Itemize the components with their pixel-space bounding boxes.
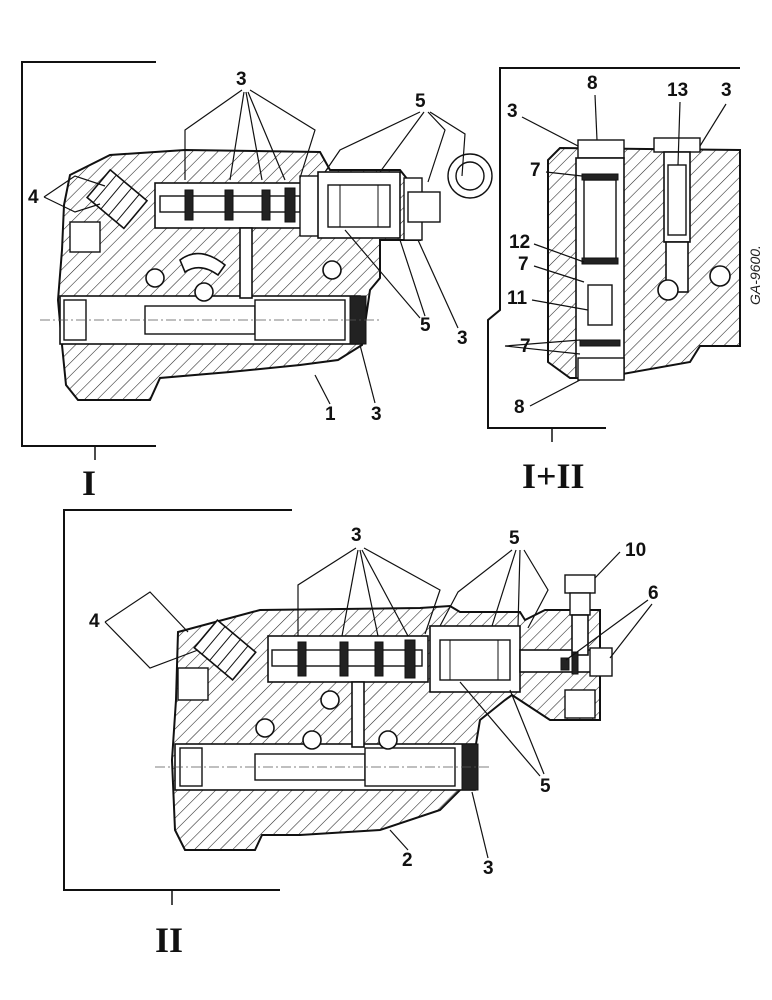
view-combined: 8 3 13 3 7 12 7 11 7 8 GA-9600. I+II bbox=[487, 67, 763, 496]
view-combined-callout-8-top: 8 bbox=[587, 73, 598, 94]
view-1-callout-3-top: 3 bbox=[236, 69, 247, 90]
view-2: 3 4 5 10 6 5 2 3 II bbox=[63, 509, 659, 960]
view-1-callout-4: 4 bbox=[28, 187, 39, 208]
view-2-callout-10: 10 bbox=[625, 540, 646, 561]
view-1-callout-1: 1 bbox=[325, 404, 336, 425]
view-2-callout-3-bottom: 3 bbox=[483, 858, 494, 879]
view-2-title: II bbox=[155, 920, 183, 960]
view-combined-callout-7-upper: 7 bbox=[530, 160, 541, 181]
view-2-callout-5-bottom: 5 bbox=[540, 776, 551, 797]
view-combined-callout-13: 13 bbox=[667, 80, 688, 101]
view-combined-callout-3-right: 3 bbox=[721, 80, 732, 101]
view-combined-plug-bottom bbox=[577, 357, 625, 381]
view-2-callout-2: 2 bbox=[402, 850, 413, 871]
view-combined-callout-8-bottom: 8 bbox=[514, 397, 525, 418]
view-combined-callout-7-lower: 7 bbox=[520, 336, 531, 357]
view-combined-frame bbox=[487, 67, 740, 429]
view-combined-callout-7-middle: 7 bbox=[518, 254, 529, 275]
view-1: 3 4 5 5 3 1 3 I bbox=[21, 61, 493, 503]
view-1-frame bbox=[21, 61, 156, 447]
view-combined-title: I+II bbox=[522, 456, 585, 496]
view-combined-callout-11: 11 bbox=[507, 288, 528, 309]
view-1-callout-3-right: 3 bbox=[457, 328, 468, 349]
view-1-callout-3-bottom: 3 bbox=[371, 404, 382, 425]
view-1-title: I bbox=[82, 463, 96, 503]
view-1-callout-5-top: 5 bbox=[415, 91, 426, 112]
view-combined-code: GA-9600. bbox=[747, 245, 763, 305]
view-2-callout-3-top: 3 bbox=[351, 525, 362, 546]
view-1-callout-5-bottom: 5 bbox=[420, 315, 431, 336]
view-2-callout-5-top: 5 bbox=[509, 528, 520, 549]
view-combined-callout-12: 12 bbox=[509, 232, 530, 253]
view-combined-plug-top bbox=[577, 139, 625, 159]
view-combined-callout-3-left: 3 bbox=[507, 101, 518, 122]
view-2-callout-6: 6 bbox=[648, 583, 659, 604]
view-2-callout-4: 4 bbox=[89, 611, 100, 632]
